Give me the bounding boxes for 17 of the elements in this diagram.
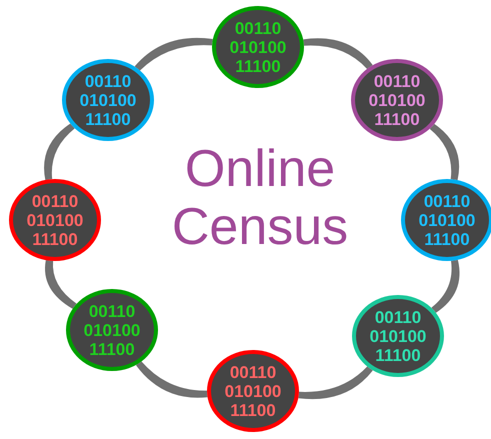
ring-connector	[302, 38, 373, 70]
binary-digits: 00110 010100 11100	[368, 72, 426, 128]
ring-connector	[136, 360, 209, 398]
binary-digits: 00110 010100 11100	[224, 362, 282, 420]
binary-digits: 00110 010100 11100	[368, 308, 428, 364]
binary-digits: 00110 010100 11100	[78, 72, 138, 128]
ring-connector	[45, 258, 78, 310]
binary-digits: 00110 010100 11100	[26, 192, 84, 248]
center-title: Online Census	[170, 140, 350, 256]
binary-digits: 00110 010100 11100	[228, 18, 288, 76]
binary-digits: 00110 010100 11100	[82, 302, 142, 358]
ring-connector	[44, 123, 76, 182]
ring-connector	[430, 258, 460, 314]
binary-digits: 00110 010100 11100	[418, 192, 476, 248]
ring-connector	[297, 366, 374, 400]
ring-connector	[429, 124, 460, 182]
ring-connector	[134, 38, 214, 72]
